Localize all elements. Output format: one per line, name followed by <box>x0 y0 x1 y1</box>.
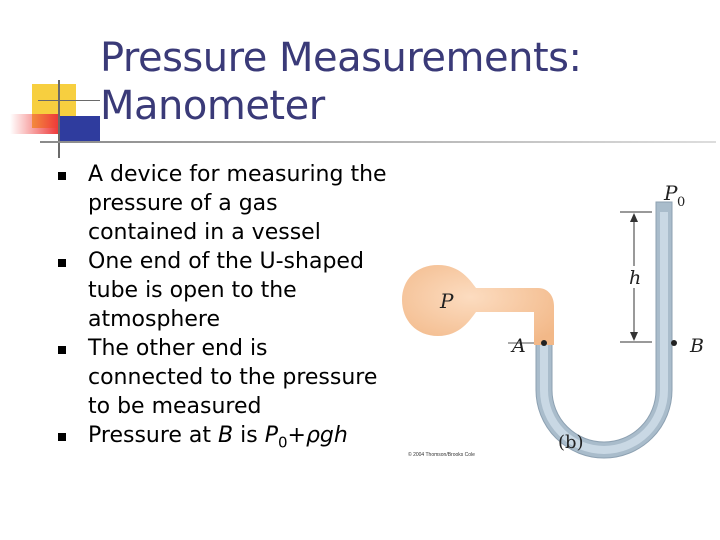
bullet-item: One end of the U-shaped tube is open to … <box>58 247 388 334</box>
figure-copyright: © 2004 Thomson/Brooks Cole <box>408 451 475 458</box>
bullet-square-icon <box>58 259 66 267</box>
title-line-2: Manometer <box>100 83 325 129</box>
deco-horizontal-line <box>38 100 100 101</box>
bullet-square-icon <box>58 172 66 180</box>
title-underline <box>40 141 716 143</box>
bullet-item: Pressure at B is P0+ρgh <box>58 421 388 457</box>
label-a: A <box>510 335 526 357</box>
h-arrowhead-down <box>630 332 638 341</box>
label-p0: P <box>663 181 678 205</box>
slide-title: Pressure Measurements: Manometer <box>100 34 582 130</box>
label-p: P <box>439 289 454 313</box>
formula-subscript: 0 <box>277 433 288 452</box>
formula-prefix: Pressure at <box>88 423 219 448</box>
formula-var-b: B <box>218 423 234 448</box>
formula-p: P <box>264 423 278 448</box>
bullet-square-icon <box>58 346 66 354</box>
bullet-text: A device for measuring the pressure of a… <box>88 162 387 245</box>
label-p0-subscript: 0 <box>677 195 685 210</box>
bullet-text: One end of the U-shaped tube is open to … <box>88 249 364 332</box>
bullet-list: A device for measuring the pressure of a… <box>58 160 388 457</box>
deco-red-bar <box>10 114 58 134</box>
gas-container <box>402 265 554 345</box>
deco-blue-square <box>60 116 100 142</box>
label-h: h <box>629 267 641 289</box>
point-b <box>671 340 677 346</box>
formula-rest: +ρgh <box>287 423 348 448</box>
u-tube-outer <box>535 201 673 459</box>
h-arrowhead-up <box>630 213 638 222</box>
bullet-text: The other end is connected to the pressu… <box>88 336 378 419</box>
title-line-1: Pressure Measurements: <box>100 35 582 81</box>
label-b: B <box>689 335 704 357</box>
bullet-square-icon <box>58 433 66 441</box>
bullet-text: Pressure at B is P0+ρgh <box>88 421 388 457</box>
deco-vertical-line <box>58 80 60 158</box>
point-a <box>541 340 547 346</box>
bullet-item: A device for measuring the pressure of a… <box>58 160 388 247</box>
manometer-diagram: P 0 h P A B (b) © 2004 Thomson/Brooks Co… <box>402 181 704 459</box>
formula-mid: is <box>233 423 265 448</box>
bullet-item: The other end is connected to the pressu… <box>58 334 388 421</box>
figure-caption: (b) <box>558 432 584 453</box>
